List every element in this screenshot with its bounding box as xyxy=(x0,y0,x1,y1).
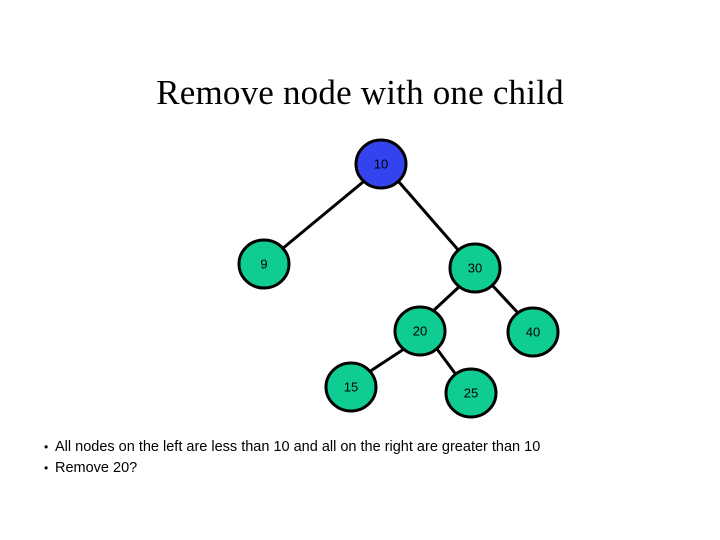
bullet-item: • Remove 20? xyxy=(44,458,704,479)
bullet-marker-icon: • xyxy=(44,440,49,454)
tree-node-25[interactable]: 25 xyxy=(444,367,498,419)
tree-edges-group xyxy=(281,180,521,377)
bullet-item: • All nodes on the left are less than 10 … xyxy=(44,437,704,458)
tree-nodes-group: 10 9 30 20 40 xyxy=(237,138,560,419)
tree-node-25-label: 25 xyxy=(464,386,478,401)
tree-node-15-label: 15 xyxy=(344,380,358,395)
tree-node-10-shape[interactable] xyxy=(354,138,408,190)
tree-edge-10-9 xyxy=(281,180,364,251)
tree-node-20[interactable]: 20 xyxy=(393,305,447,357)
tree-node-20-shape[interactable] xyxy=(393,305,447,357)
tree-edge-20-25 xyxy=(435,348,459,377)
tree-node-30[interactable]: 30 xyxy=(448,242,502,294)
tree-node-9-label: 9 xyxy=(260,257,267,272)
page-title: Remove node with one child xyxy=(156,73,564,112)
bullet-marker-icon: • xyxy=(44,461,49,475)
tree-node-20-label: 20 xyxy=(413,324,427,339)
tree-node-9-shape[interactable] xyxy=(237,238,291,290)
tree-node-40-shape[interactable] xyxy=(506,306,560,358)
bullet-list: • All nodes on the left are less than 10 … xyxy=(44,437,704,479)
tree-node-40[interactable]: 40 xyxy=(506,306,560,358)
tree-edge-30-20 xyxy=(430,283,463,314)
tree-node-30-label: 30 xyxy=(468,261,482,276)
tree-node-40-label: 40 xyxy=(526,325,540,340)
tree-node-10[interactable]: 10 xyxy=(354,138,408,190)
bullet-item-text: All nodes on the left are less than 10 a… xyxy=(55,439,541,455)
tree-node-15[interactable]: 15 xyxy=(324,361,378,413)
tree-node-9[interactable]: 9 xyxy=(237,238,291,290)
tree-node-25-shape[interactable] xyxy=(444,367,498,419)
tree-node-15-shape[interactable] xyxy=(324,361,378,413)
tree-svg: 10 9 30 20 40 xyxy=(237,138,560,419)
tree-node-30-shape[interactable] xyxy=(448,242,502,294)
tree-edge-20-15 xyxy=(368,347,405,374)
binary-search-tree-diagram: 10 9 30 20 40 xyxy=(237,138,560,419)
tree-node-10-label: 10 xyxy=(374,157,388,172)
bullet-item-text: Remove 20? xyxy=(55,460,138,476)
tree-edge-30-40 xyxy=(490,283,521,316)
tree-edge-10-30 xyxy=(397,181,462,253)
